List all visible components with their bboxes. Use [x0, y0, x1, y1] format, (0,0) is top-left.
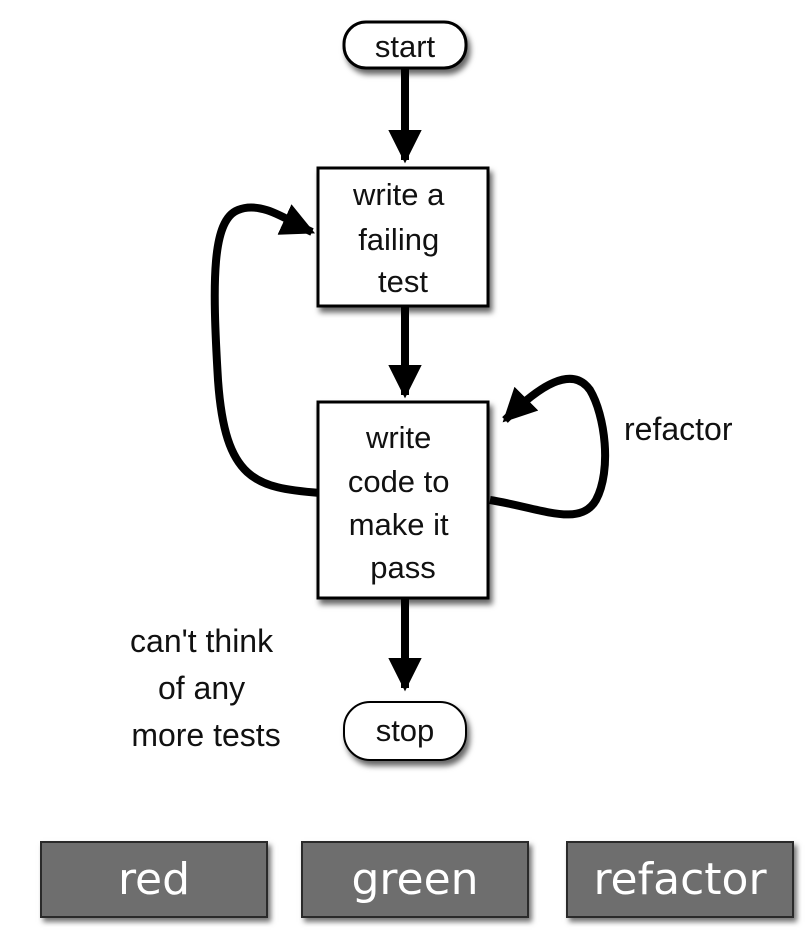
svg-text:start: start [375, 29, 436, 64]
edge-code-back-to-test [210, 203, 321, 497]
write-failing-test-node: write a failing test [316, 166, 490, 308]
edge-refactor-loop [489, 374, 610, 519]
write-code-label-line: pass [370, 550, 435, 585]
svg-text:refactor: refactor [624, 411, 733, 447]
legend-red-box: red [40, 841, 268, 918]
start-node-label: start [375, 29, 436, 64]
write-code-node: write code to make it pass [316, 400, 490, 600]
svg-text:write code to make: write code to make it pass [348, 420, 458, 585]
stop-node-label: stop [376, 713, 435, 748]
write-test-label-line: write a [352, 177, 445, 212]
start-node: start [342, 20, 468, 70]
legend-green-label: green [351, 854, 479, 905]
svg-text:can't think of any mor: can't think of any more tests [130, 623, 282, 753]
cant-think-label-line: can't think [130, 623, 274, 659]
svg-text:write a failing te: write a failing test [352, 177, 453, 299]
write-test-label-line: test [378, 264, 428, 299]
svg-text:stop: stop [376, 713, 435, 748]
write-code-label-line: write [365, 420, 431, 455]
tdd-flowchart: start write a failing test write code to… [130, 20, 733, 761]
legend-refactor-label: refactor [593, 854, 767, 905]
write-test-label-line: failing [358, 222, 439, 257]
write-code-label-line: code to [348, 464, 450, 499]
cant-think-label-line: more tests [131, 717, 280, 753]
stop-node: stop [343, 701, 467, 761]
refactor-edge-label: refactor [624, 411, 733, 447]
legend-refactor-box: refactor [566, 841, 794, 918]
write-code-label-line: make it [349, 507, 449, 542]
legend-red-label: red [117, 854, 191, 905]
cant-think-label-line: of any [158, 670, 245, 706]
legend-green-box: green [301, 841, 529, 918]
